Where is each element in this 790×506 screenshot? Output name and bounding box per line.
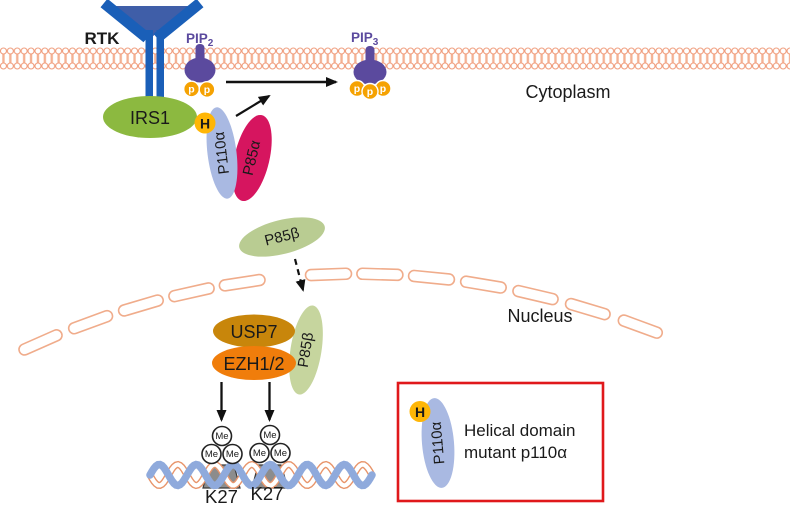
nuclear-envelope-segment	[617, 314, 664, 339]
methyl-marks-cluster-left: Me Me Me	[201, 425, 243, 465]
nuclear-envelope	[18, 267, 664, 356]
dna-strand-blue	[146, 460, 376, 490]
nuclear-envelope-segment	[356, 267, 404, 282]
nuclear-envelope-segment	[304, 267, 353, 282]
irs1-label: IRS1	[130, 108, 170, 128]
pip2-label: PIP2	[186, 31, 214, 49]
rtk-receptor-icon	[100, 0, 204, 100]
irs1-protein	[103, 96, 197, 138]
ezh12-label: EZH1/2	[223, 354, 284, 374]
nuclear-envelope-segment	[218, 273, 266, 292]
methyl-icon	[222, 443, 243, 465]
usp7-label: USP7	[230, 322, 277, 342]
pip3-head	[353, 59, 387, 85]
rtk-left-arm	[100, 0, 151, 43]
phosphate-icon	[361, 82, 379, 101]
rtk-label: RTK	[85, 29, 121, 48]
k27-label-right: K27	[251, 483, 284, 504]
rtk-stem-right	[156, 30, 164, 100]
legend-text-line1: Helical domain	[464, 421, 576, 440]
pip2-head	[184, 57, 216, 83]
legend-p110a-protein: P110α	[421, 398, 455, 488]
methyl-label: Me	[226, 449, 239, 460]
nuclear-envelope-segment	[564, 297, 611, 321]
pip2-molecule-icon: p p	[182, 44, 216, 98]
legend-text-line2: mutant p110α	[464, 443, 567, 462]
methyl-icon	[259, 424, 281, 446]
p85a-shape	[232, 114, 272, 202]
methyl-label: Me	[263, 430, 276, 441]
methyl-icon	[201, 443, 222, 465]
nuclear-envelope-segment	[168, 282, 215, 303]
nuclear-envelope-segment	[459, 275, 507, 294]
pip3-molecule-icon: p p p	[348, 46, 392, 101]
nuclear-import-dashed-arrow	[293, 258, 306, 292]
pip3-label-sub: 3	[373, 37, 379, 48]
methyl-label: Me	[274, 448, 287, 459]
legend-helical-badge	[409, 401, 431, 422]
helical-domain-badge	[194, 112, 216, 134]
pip3-label-base: PIP	[351, 30, 373, 45]
rtk-stem-left	[145, 30, 153, 100]
ezh12-protein	[212, 346, 296, 380]
nuclear-envelope-segment	[407, 269, 456, 286]
nuclear-envelope-segment	[117, 294, 164, 317]
legend-p110a-shape	[421, 398, 455, 488]
usp7-protein	[213, 314, 295, 348]
dna-double-helix	[146, 460, 376, 490]
methyl-label: Me	[253, 448, 266, 459]
methyl-icon	[211, 425, 233, 447]
p85b-cyto-shape	[239, 217, 325, 257]
plasma-membrane	[0, 47, 790, 70]
p85b-cytoplasmic-protein: P85β	[239, 217, 325, 257]
phosphate-label: p	[367, 86, 373, 98]
methyl-icon	[270, 442, 291, 464]
nuclear-envelope-segment	[18, 329, 63, 356]
phosphate-label: p	[380, 83, 386, 95]
nuclear-envelope-segment	[512, 284, 559, 306]
p85b-nuc-shape	[289, 305, 323, 395]
pip3-label: PIP3	[351, 30, 379, 48]
rtk-right-arm	[153, 0, 204, 43]
helical-domain-label: H	[200, 116, 210, 132]
methyl-marks-cluster-right: Me Me Me	[249, 424, 291, 464]
phosphate-label: p	[188, 84, 194, 96]
legend-box: P110α H Helical domain mutant p110α	[396, 381, 605, 503]
pip2-label-base: PIP	[186, 31, 208, 46]
catalysis-arrow	[235, 94, 271, 117]
p110a-protein: P110α	[206, 107, 238, 199]
legend-p110a-label: P110α	[428, 421, 449, 465]
nuclear-envelope-segment	[67, 309, 114, 335]
phosphate-icon	[198, 80, 216, 98]
nucleus-label: Nucleus	[507, 306, 572, 326]
pip2-label-sub: 2	[208, 38, 214, 49]
cytoplasm-label: Cytoplasm	[525, 82, 610, 102]
p85a-protein: P85α	[232, 114, 272, 202]
p85b-nuc-label: P85β	[295, 331, 317, 369]
methyl-label: Me	[215, 431, 228, 442]
phosphate-label: p	[354, 83, 360, 95]
p110a-shape	[206, 107, 238, 199]
p110a-label: P110α	[211, 131, 233, 176]
phosphate-label: p	[204, 84, 210, 96]
methyl-icon	[249, 442, 270, 464]
p85b-nuclear-protein: P85β	[289, 305, 323, 395]
methyl-label: Me	[205, 449, 218, 460]
k27-label-left: K27	[205, 486, 238, 506]
rtk-triangle	[115, 6, 189, 37]
legend-helical-label: H	[415, 404, 425, 420]
